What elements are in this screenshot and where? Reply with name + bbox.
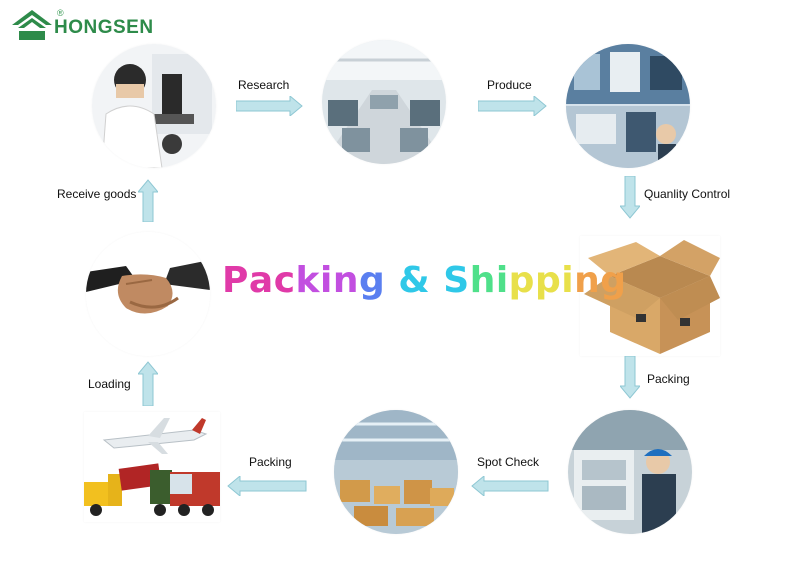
production-line-photo xyxy=(566,44,690,168)
title-char: p xyxy=(534,260,562,301)
title-char: i xyxy=(495,260,509,301)
spot-check-photo xyxy=(568,410,692,534)
cardboard-box-image xyxy=(580,236,720,356)
title-char: i xyxy=(561,260,575,301)
arrow-up-loading xyxy=(138,361,158,406)
title-char xyxy=(385,260,398,301)
title-char: P xyxy=(222,260,249,301)
step-label-produce: Produce xyxy=(487,78,532,92)
arrow-right-produce xyxy=(478,96,547,116)
step-label-packing-right: Packing xyxy=(647,372,690,386)
step-label-packing-bottom: Packing xyxy=(249,455,292,469)
brand-logo: ® HONGSEN xyxy=(10,8,160,44)
title-char: c xyxy=(273,260,296,301)
handshake-photo xyxy=(86,232,210,356)
title-char: g xyxy=(600,260,627,301)
warehouse-photo xyxy=(334,410,458,534)
title-char: i xyxy=(319,260,333,301)
arrow-left-packing xyxy=(227,476,307,496)
diagram-title: Packing & Shipping xyxy=(222,260,627,301)
title-char: S xyxy=(443,260,470,301)
factory-floor-photo xyxy=(322,40,446,164)
research-photo xyxy=(92,44,216,168)
title-char: p xyxy=(508,260,535,301)
arrow-left-spot-check xyxy=(471,476,549,496)
title-char: h xyxy=(469,260,496,301)
transport-vehicles-image xyxy=(84,412,220,522)
brand-name: HONGSEN xyxy=(54,17,154,38)
title-char: n xyxy=(332,260,359,301)
title-char: & xyxy=(398,260,431,301)
airplane-icon xyxy=(102,418,208,454)
step-label-spot-check: Spot Check xyxy=(477,455,540,469)
registered-mark: ® xyxy=(57,8,64,18)
arrow-down-packing xyxy=(620,356,640,399)
step-label-receive-goods: Receive goods xyxy=(57,187,137,201)
arrow-up-receive xyxy=(138,179,158,222)
step-label-research: Research xyxy=(238,78,290,92)
title-char: g xyxy=(358,260,386,301)
title-char: k xyxy=(295,260,320,301)
step-label-loading: Loading xyxy=(88,377,131,391)
arrow-down-quality xyxy=(620,176,640,219)
title-char: n xyxy=(574,260,601,301)
title-char: a xyxy=(248,260,274,301)
title-char xyxy=(430,260,443,301)
step-label-quality-control: Quanlity Control xyxy=(644,187,731,201)
arrow-right-research xyxy=(236,96,303,116)
house-logo-icon xyxy=(12,10,52,40)
